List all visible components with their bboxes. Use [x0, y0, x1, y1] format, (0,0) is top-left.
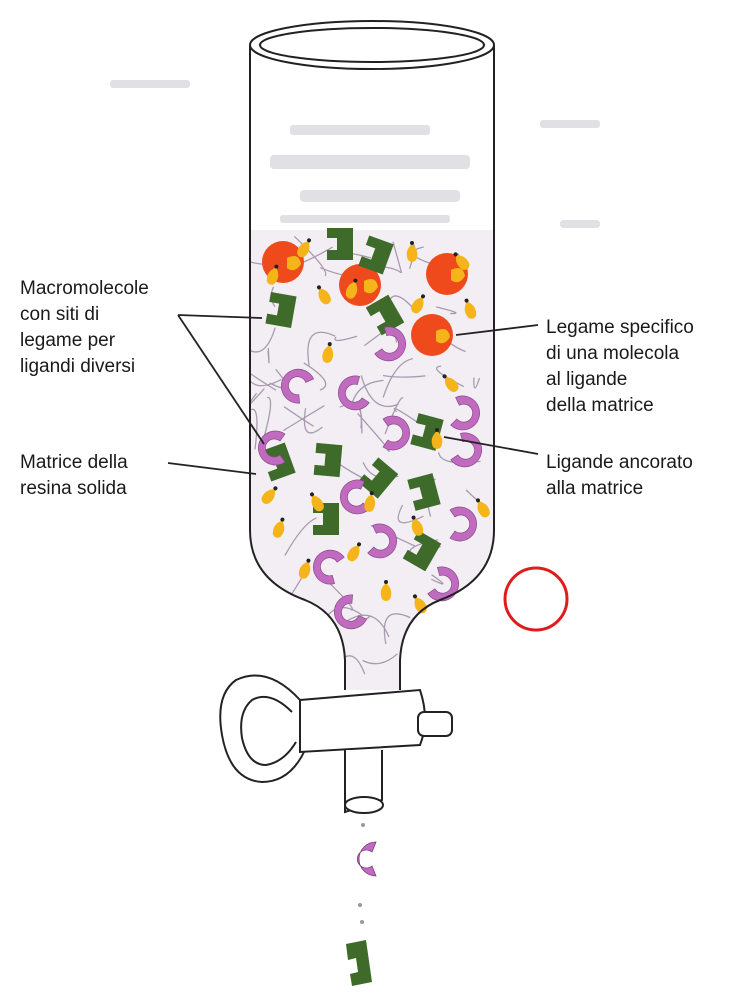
ghost-text — [110, 80, 600, 228]
label-matrix: Matrice della resina solida — [20, 450, 128, 502]
label-line: alla matrice — [546, 476, 693, 502]
fiber — [427, 640, 432, 671]
fiber — [268, 348, 269, 363]
fiber — [250, 642, 274, 673]
annotation-circle — [505, 568, 567, 630]
label-line: ligandi diversi — [20, 354, 149, 380]
label-line: Macromolecole — [20, 276, 149, 302]
stopcock-body — [300, 690, 425, 752]
label-macromolecules: Macromolecole con siti di legame per lig… — [20, 276, 149, 380]
eluted-purple-c-icon — [357, 842, 376, 876]
label-anchored-ligand: Ligande ancorato alla matrice — [546, 450, 693, 502]
eluted-green-bracket-icon — [346, 940, 372, 986]
fiber — [250, 568, 257, 592]
fiber — [270, 615, 281, 627]
label-line: Matrice della — [20, 450, 128, 476]
label-line: della matrice — [546, 393, 694, 419]
label-line: al ligande — [546, 367, 694, 393]
label-line: con siti di — [20, 302, 149, 328]
fiber — [453, 652, 468, 688]
red-molecule-icon — [411, 314, 453, 356]
fiber — [283, 631, 304, 636]
stopcock-tip — [418, 712, 452, 736]
fiber — [440, 638, 446, 677]
label-line: Ligande ancorato — [546, 450, 693, 476]
label-line: resina solida — [20, 476, 128, 502]
label-specific-binding: Legame specifico di una molecola al liga… — [546, 315, 694, 419]
label-line: Legame specifico — [546, 315, 694, 341]
eluted-molecules — [346, 823, 376, 986]
stopcock — [220, 676, 452, 814]
fiber — [253, 575, 265, 597]
label-line: legame per — [20, 328, 149, 354]
label-line: di una molecola — [546, 341, 694, 367]
